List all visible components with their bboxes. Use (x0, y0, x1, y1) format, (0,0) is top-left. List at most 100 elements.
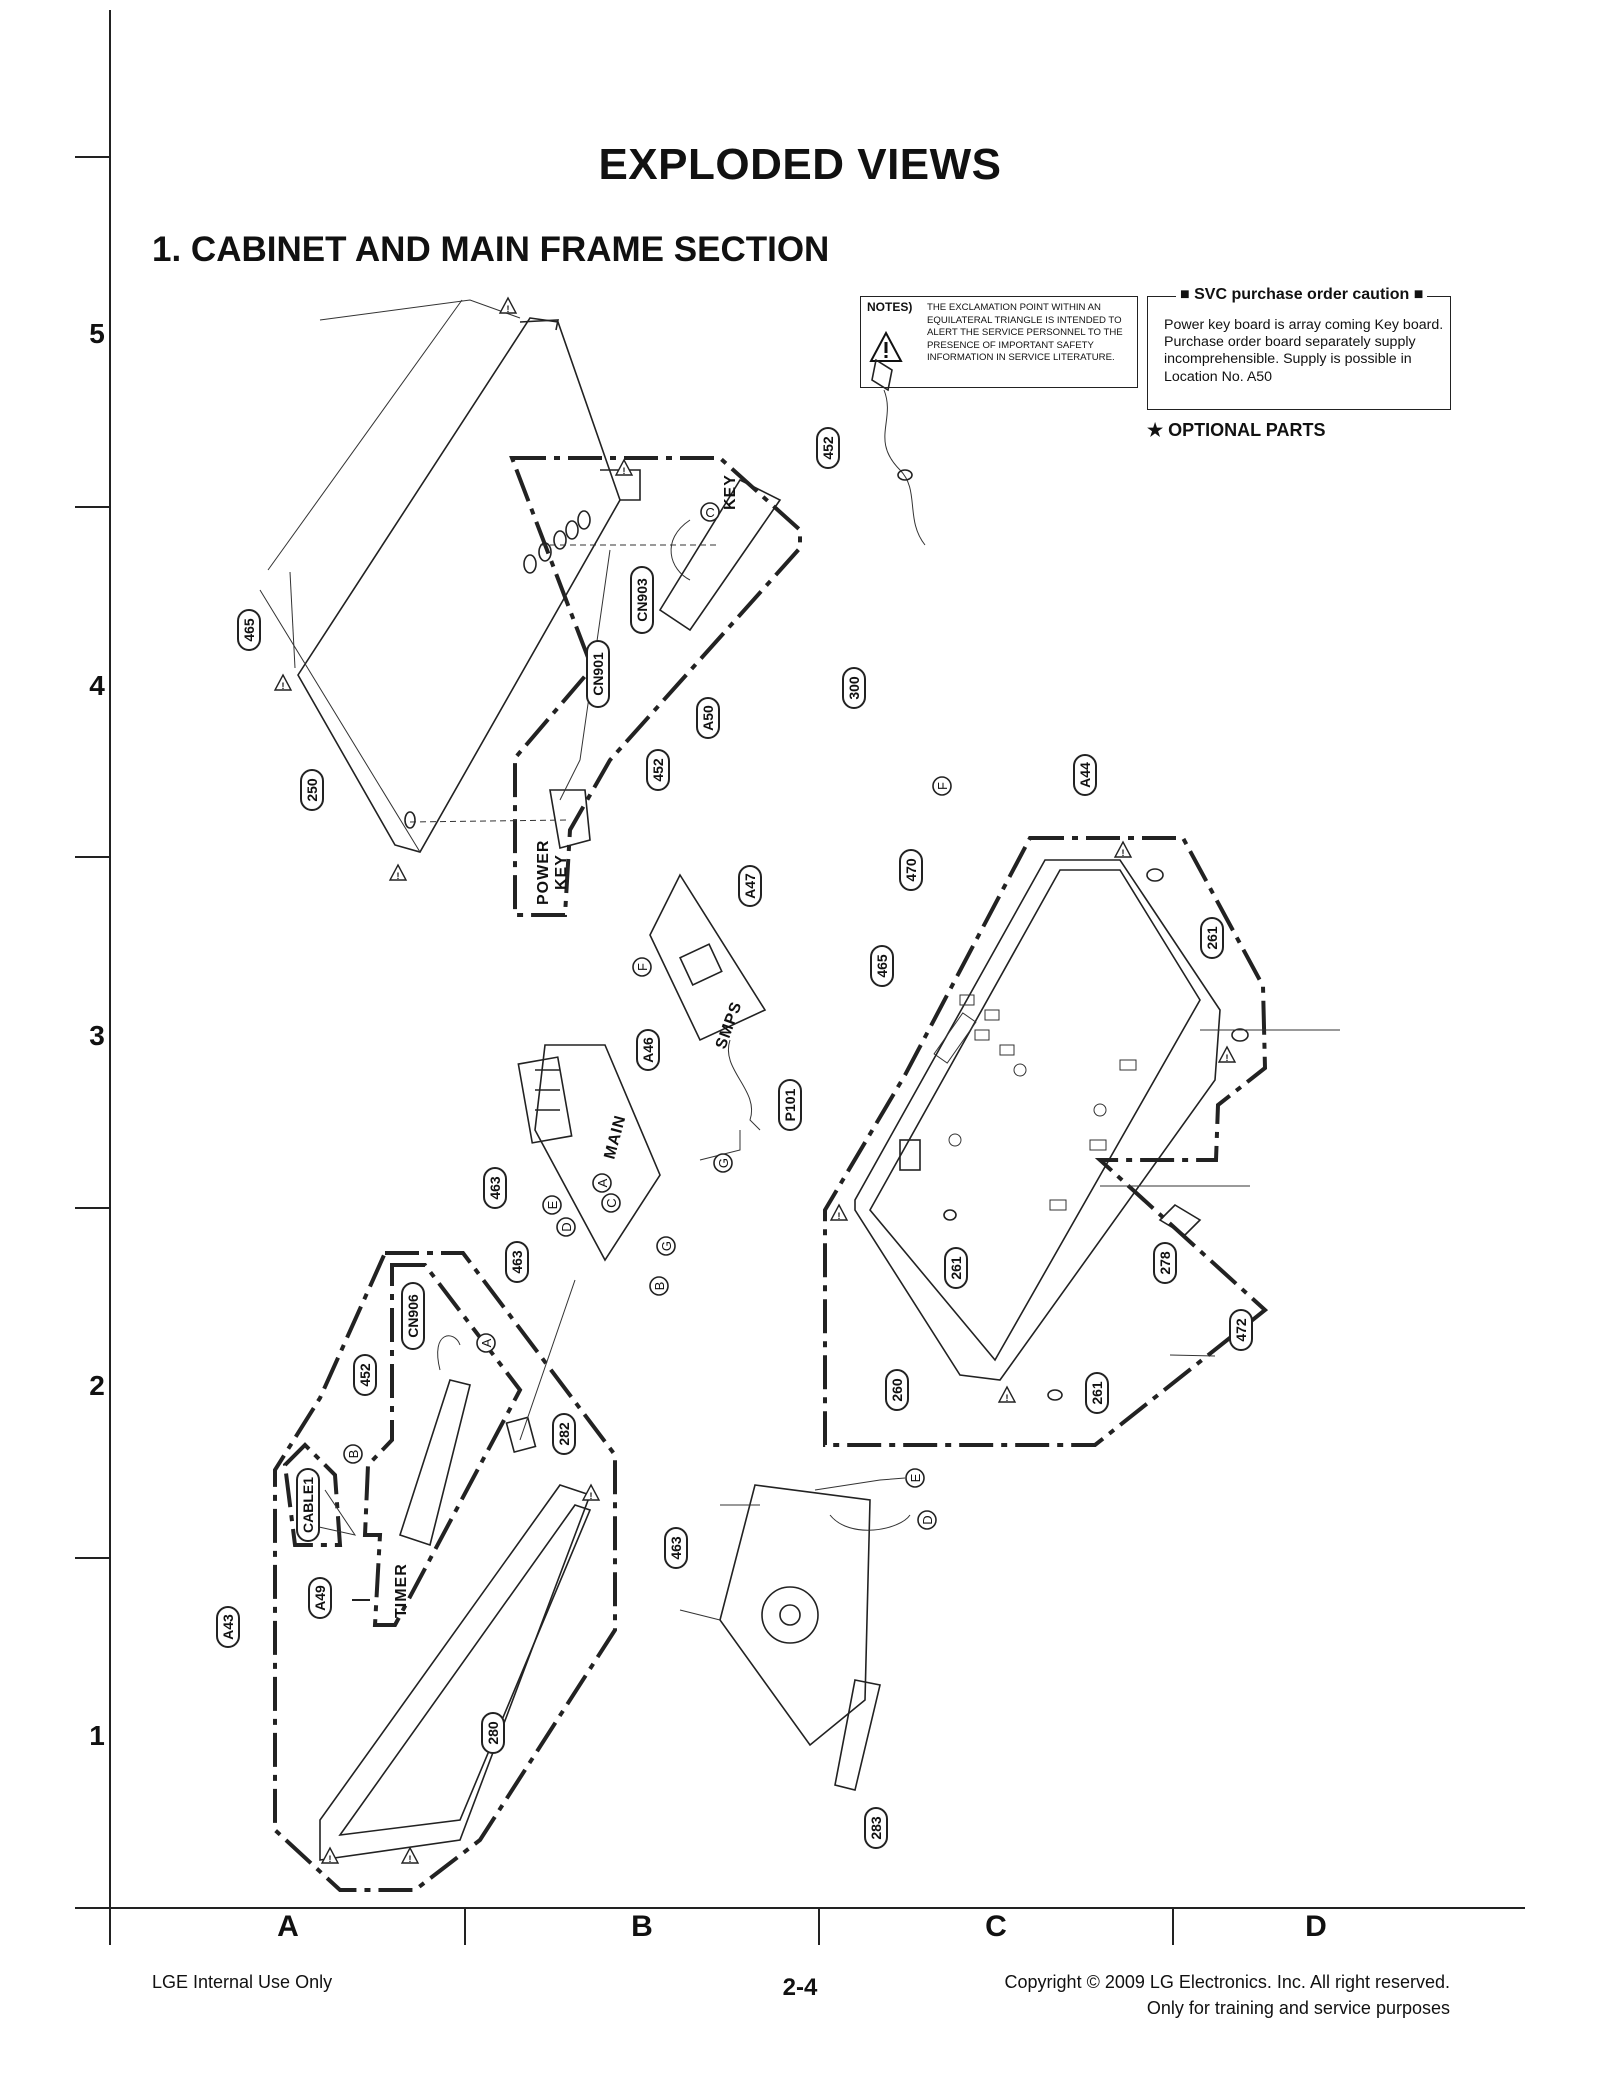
grid-row-label: 3 (89, 1020, 105, 1051)
svg-text:!: ! (409, 1854, 412, 1864)
part-label: 465 (874, 954, 890, 978)
key-board-part (409, 478, 782, 849)
notes-label: NOTES) (867, 300, 913, 314)
front-panel-280 (309, 1279, 592, 1861)
svg-text:!: ! (507, 304, 510, 314)
page-number: 2-4 (782, 1974, 818, 2001)
svg-text:!: ! (838, 1211, 841, 1221)
footer-internal-use: LGE Internal Use Only (152, 1972, 333, 1992)
svc-caution-box: ■ SVC purchase order caution ■ Power key… (1147, 286, 1451, 410)
part-label: 452 (820, 436, 836, 460)
optional-parts-note: ★ OPTIONAL PARTS (1147, 420, 1326, 440)
part-label: 463 (487, 1176, 503, 1200)
footer-copyright: Copyright © 2009 LG Electronics. Inc. Al… (1004, 1972, 1450, 1992)
part-label: A44 (1077, 762, 1093, 788)
connector-callout: G (716, 1158, 731, 1168)
part-label: P101 (782, 1088, 798, 1121)
footer-purpose: Only for training and service purposes (1146, 1998, 1450, 2018)
grid-column-label: A (277, 1910, 299, 1943)
connector-callout: E (908, 1473, 923, 1482)
part-label: 282 (556, 1422, 572, 1446)
connector-callouts: C F F G C A E D G B A B E D (343, 502, 952, 1530)
part-label: 300 (846, 676, 862, 700)
timer-board-group-a49 (362, 1263, 523, 1627)
part-label: 470 (903, 858, 919, 882)
connector-callout: A (479, 1338, 494, 1347)
connector-callout: B (652, 1282, 667, 1291)
notes-text: THE EXCLAMATION POINT WITHIN AN EQUILATE… (927, 302, 1123, 363)
part-label: 261 (1204, 926, 1220, 950)
svg-text:!: ! (623, 466, 626, 476)
key-board-label: KEY (722, 474, 739, 510)
svc-caution-title: ■ SVC purchase order caution ■ (1176, 286, 1428, 304)
grid-column-label: D (1305, 1910, 1327, 1943)
power-key-board-label-1: POWER (535, 840, 552, 905)
grid-row-label: 4 (89, 670, 105, 701)
power-key-board-label-2: KEY (553, 854, 570, 890)
part-label: 261 (1089, 1381, 1105, 1405)
svg-text:!: ! (1226, 1053, 1229, 1063)
part-label: CN906 (405, 1294, 421, 1338)
row-tick-marks (75, 156, 110, 1559)
part-label: 261 (948, 1256, 964, 1280)
grid-row-label: 2 (89, 1370, 105, 1401)
part-label: CN903 (634, 578, 650, 622)
part-label: 283 (868, 1816, 884, 1840)
connector-callout: G (659, 1241, 674, 1251)
part-label: 452 (357, 1363, 373, 1387)
chassis-group-a44 (823, 836, 1269, 1447)
cable1-group (282, 1442, 343, 1547)
chassis-260 (854, 859, 1340, 1401)
timer-board-label: TIMER (393, 1563, 410, 1618)
safety-warning-icons: ! ! ! ! ! ! ! ! ! ! ! (273, 296, 1237, 1864)
svc-caution-text: Power key board is array coming Key boar… (1164, 317, 1444, 385)
part-label: 463 (668, 1536, 684, 1560)
dvd-loader (679, 1477, 911, 1791)
part-label: A43 (220, 1614, 236, 1640)
section-title: 1. CABINET AND MAIN FRAME SECTION (152, 230, 830, 269)
connector-callout: D (559, 1222, 574, 1231)
connector-callout: C (604, 1198, 619, 1207)
main-board-a46 (517, 1044, 661, 1262)
key-board-group-a50 (509, 456, 802, 917)
grid-column-label: C (985, 1910, 1007, 1943)
part-label: CABLE1 (300, 1477, 316, 1533)
part-number-labels: 465 250 CN901 CN903 A50 452 452 300 A44 … (216, 427, 1253, 1849)
smps-board-label: SMPS (713, 999, 746, 1051)
connector-callout: D (920, 1515, 935, 1524)
connector-callout: B (346, 1450, 361, 1459)
part-label: A47 (742, 873, 758, 899)
grid-column-label: B (631, 1910, 653, 1943)
grid-row-label: 1 (89, 1720, 105, 1751)
part-label: A50 (700, 705, 716, 731)
notes-box: NOTES) THE EXCLAMATION POINT WITHIN AN E… (860, 296, 1138, 388)
part-label: A46 (640, 1037, 656, 1063)
connector-callout: E (545, 1200, 560, 1209)
svg-text:!: ! (590, 1491, 593, 1501)
part-label: 278 (1157, 1251, 1173, 1275)
part-label: 280 (485, 1721, 501, 1745)
grid-row-label: 5 (89, 318, 105, 349)
part-label: 463 (509, 1250, 525, 1274)
connector-callout: F (935, 782, 950, 790)
svg-text:!: ! (1122, 848, 1125, 858)
warning-triangle-icon (869, 331, 903, 362)
svc-caution-title-text: SVC purchase order caution (1194, 286, 1410, 303)
part-label: 472 (1233, 1318, 1249, 1342)
svg-text:!: ! (282, 681, 285, 691)
top-cover-250 (259, 299, 641, 853)
part-label: CN901 (590, 652, 606, 696)
connector-callout: F (635, 963, 650, 971)
column-tick-marks (464, 1908, 1174, 1945)
connector-callout: A (595, 1178, 610, 1187)
svg-text:!: ! (329, 1854, 332, 1864)
svg-text:!: ! (1006, 1393, 1009, 1403)
page-title: EXPLODED VIEWS (598, 140, 1002, 189)
main-board-label: MAIN (601, 1113, 629, 1161)
part-label: A49 (312, 1585, 328, 1611)
part-label: 452 (650, 758, 666, 782)
connector-callout: C (705, 505, 714, 520)
front-panel-group-a43 (273, 1251, 617, 1892)
part-label: 465 (241, 618, 257, 642)
svg-text:!: ! (397, 871, 400, 881)
